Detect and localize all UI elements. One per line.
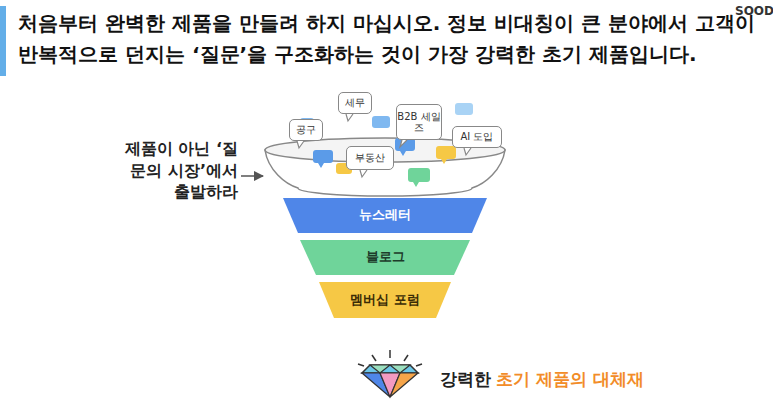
bubble-tail: [464, 148, 471, 155]
mini-bubble: [436, 146, 456, 159]
bubble-tail: [318, 163, 324, 168]
pointer-arrow: [241, 175, 263, 177]
diamond-crown: [362, 365, 418, 373]
bubble-label: 부동산: [347, 147, 393, 169]
funnel-band: 뉴스레터: [283, 198, 487, 233]
diamond-facet: [390, 373, 418, 397]
speech-bubble: 세무: [338, 92, 372, 114]
bubble-tail: [297, 141, 304, 148]
bubble-label: B2B 세일즈: [397, 105, 441, 139]
band-fill: [283, 198, 487, 233]
ray: [389, 350, 391, 358]
mini-bubble: [313, 150, 333, 163]
bubble-tail: [360, 170, 367, 177]
sparkle-rays: [358, 350, 422, 366]
bubble-tail: [400, 151, 406, 156]
accent-bar: [0, 6, 6, 76]
bubble-tails: [297, 114, 471, 177]
slide-title: 처음부터 완벽한 제품을 만들려 하지 마십시오. 정보 비대칭이 큰 분야에서…: [18, 8, 763, 70]
diamond-icon: [358, 350, 422, 397]
mini-bubbles: [300, 103, 473, 187]
bubble-tail: [441, 159, 447, 164]
mini-bubble: [408, 168, 430, 182]
funnel-band: 블로그: [300, 240, 470, 275]
speech-bubble: 부동산: [346, 146, 394, 170]
caption-highlight: 초기 제품의 대체재: [496, 368, 686, 391]
ray: [358, 364, 364, 366]
callout-text: 제품이 아닌 ‘질문의 시장’에서 출발하라: [110, 138, 238, 203]
speech-bubble: 공구: [289, 119, 323, 141]
speech-bubble: B2B 세일즈: [396, 104, 442, 140]
band-fill: [300, 240, 470, 275]
funnel-band: 멤버십 포럼: [319, 282, 451, 318]
watermark: SOOD: [735, 3, 773, 19]
diamond-facet: [370, 365, 410, 373]
mini-bubble: [372, 116, 390, 128]
band-fill: [319, 282, 451, 318]
caption-text: 강력한: [440, 368, 491, 391]
bubble-tail: [413, 182, 419, 187]
speech-bubble: AI 도입: [452, 126, 502, 148]
ray: [372, 355, 376, 361]
bubble-label: AI 도입: [453, 127, 501, 147]
band-label: 멤버십 포럼: [319, 282, 451, 318]
band-label: 뉴스레터: [283, 198, 487, 233]
bubble-label: 공구: [290, 120, 322, 140]
bubble-tail: [400, 140, 407, 147]
mini-bubble: [455, 103, 473, 115]
ray: [404, 355, 408, 361]
ray: [416, 364, 422, 366]
bubble-tail: [346, 114, 353, 121]
band-label: 블로그: [300, 240, 470, 275]
bubble-label: 세무: [339, 93, 371, 113]
